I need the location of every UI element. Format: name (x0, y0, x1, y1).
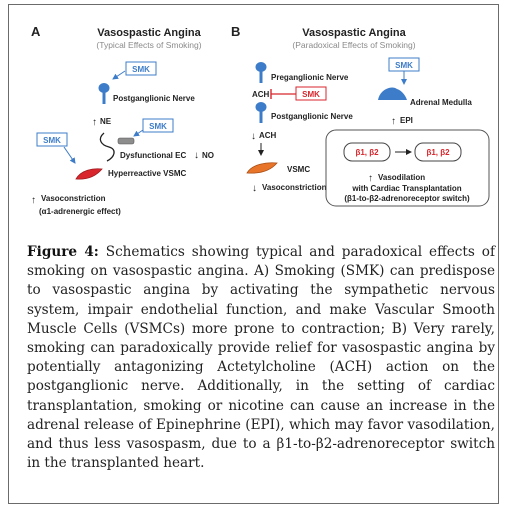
panel-a-letter: A (31, 24, 41, 39)
smk-top-arrow (112, 70, 126, 80)
receptor-switch-label: (β1-to-β2-adrenoreceptor switch) (344, 194, 470, 203)
postganglionic-label: Postganglionic Nerve (113, 94, 195, 103)
down-arrow-vasoconstriction: ↓ (252, 183, 257, 194)
beta-left-label: β1, β2 (355, 148, 379, 157)
caption-label: Figure 4: (27, 244, 99, 260)
down-arrow-no: ↓ (194, 150, 199, 161)
up-arrow-ne: ↑ (92, 117, 97, 128)
smk-inhibit-label: SMK (302, 90, 320, 99)
no-label: NO (202, 151, 214, 160)
down-arrow-ach: ↓ (251, 131, 256, 142)
smk-box-mid (142, 118, 174, 133)
endothelial-cell-icon (117, 137, 135, 145)
vsmc-label-b: VSMC (287, 165, 310, 174)
figure-frame: A Vasospastic Angina (Typical Effects of… (8, 4, 499, 504)
vasoconstriction-label-b: Vasoconstriction (262, 183, 327, 192)
panel-b-subtitle: (Paradoxical Effects of Smoking) (292, 40, 415, 50)
figure-schematic: A Vasospastic Angina (Typical Effects of… (31, 24, 490, 216)
postganglionic-neuron-icon (255, 102, 267, 123)
up-arrow-vasoconstriction: ↑ (31, 195, 36, 206)
hyperreactive-vsmc-label: Hyperreactive VSMC (108, 169, 186, 178)
postganglionic-label-b: Postganglionic Nerve (271, 112, 353, 121)
caption-text: Schematics showing typical and paradoxic… (27, 244, 495, 472)
up-arrow-vasodilation: ↑ (368, 173, 373, 184)
preganglionic-neuron-icon (255, 62, 267, 83)
smk-box-left-label: SMK (43, 136, 61, 145)
ne-label: NE (100, 117, 112, 126)
panel-a-title: Vasospastic Angina (97, 27, 201, 39)
smk-box-top-label: SMK (132, 65, 150, 74)
adrenal-medulla-label: Adrenal Medulla (410, 98, 472, 107)
vsmc-cell-icon-b (246, 162, 278, 174)
dysfunctional-ec-label: Dysfunctional EC (120, 151, 186, 160)
panel-a-subtitle: (Typical Effects of Smoking) (96, 40, 201, 50)
smk-inhibit-box (295, 86, 327, 101)
vasoconstriction-label-a: Vasoconstriction (41, 194, 106, 203)
up-arrow-epi: ↑ (391, 116, 396, 127)
adrenal-medulla-icon (378, 87, 407, 100)
smk-box-left (36, 132, 68, 147)
beta-receptor-left (343, 142, 391, 162)
smk-adrenal-label: SMK (395, 61, 413, 70)
ach-top-label: ACH (252, 90, 270, 99)
preganglionic-label: Preganglionic Nerve (271, 73, 349, 82)
figure-caption: Figure 4: Schematics showing typical and… (27, 243, 495, 473)
epi-label: EPI (400, 116, 413, 125)
smk-mid-arrow (133, 129, 144, 137)
cardiac-transplant-label: with Cardiac Transplantation (351, 184, 461, 193)
panel-b-title: Vasospastic Angina (302, 27, 406, 39)
beta-right-label: β1, β2 (426, 148, 450, 157)
smk-left-arrow (63, 146, 76, 164)
vsmc-cell-icon (75, 168, 103, 180)
smk-box-top (125, 61, 157, 76)
alpha-effect-label: (α1-adrenergic effect) (39, 207, 121, 216)
panel-b-letter: B (231, 24, 240, 39)
nerve-curve (99, 132, 115, 162)
beta-receptor-right (414, 142, 462, 162)
smk-box-mid-label: SMK (149, 122, 167, 131)
vasodilation-label: Vasodilation (378, 173, 425, 182)
ach-down-label: ACH (259, 131, 277, 140)
neuron-icon (98, 83, 110, 104)
